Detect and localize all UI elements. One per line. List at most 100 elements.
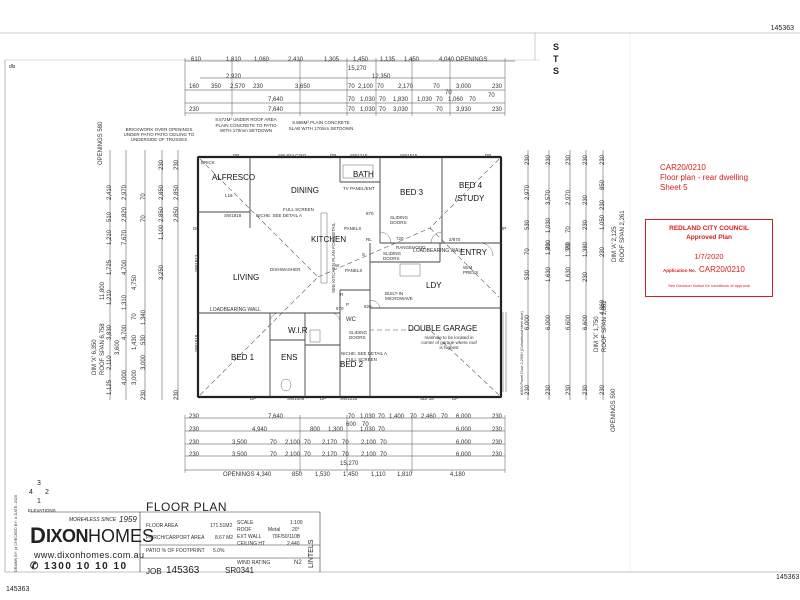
label-w: W [335,263,340,268]
roof-label: ROOF [237,527,252,533]
room-entry: ENTRY [460,248,487,257]
top-dim-r3-6: 70 [348,84,355,90]
top-dim-r5-5: 70 [379,107,386,113]
top-dim-r3-8: 70 [377,84,384,90]
bottom-r3-1: 3,500 [232,440,248,446]
bottom-r2-3: 1,300 [328,427,344,433]
note-slab: 8.968M² PLAIN CONCRETE SLAB WITH 170mm S… [288,120,354,131]
logo-phone: ✆ 1300 10 10 10 [30,561,128,572]
top-dim-r4-7: 70 [436,97,443,103]
plan-title: FLOOR PLAN [146,500,228,514]
dp-marker-4: DP [250,396,257,401]
top-dim-r3-12: 230 [492,84,503,90]
patio-value: 5.0% [213,548,225,554]
bottom-total: 15,270 [340,461,359,467]
top-dim-r1-7: 1,135 [380,57,396,63]
label-brick: BRICK [201,160,215,165]
room-wc: WC [346,317,356,323]
label-panels: PANELS [344,226,362,231]
porch-area-value: 8.67 M2 [215,535,234,541]
window-bottom-1: SW1009 [287,396,305,401]
bottom-mid-1: 70 [362,422,369,428]
label-rl: RL [366,237,372,242]
label-sliding-doors-2: SLIDING DOORS [383,251,402,261]
window-side-1: SW1818 [224,213,242,218]
label-rangehood: RANGEHOOD [396,245,426,250]
bottom-r1-1: 7,640 [268,414,284,420]
logo-phone-number: 1300 10 10 10 [44,561,128,572]
window-bottom-3: SDI 18 [420,396,434,401]
approval-date: 1/7/2020 [694,252,724,261]
top-dim-r3-5: 3,650 [295,84,311,90]
label-panels-2: PANELS [345,268,363,273]
label-built-in-microwave: BUILT-IN MICROWAVE [385,291,413,301]
ceiling-label: CEILING HT [237,541,266,547]
top-dim-r3-3: 2,570 [230,84,246,90]
ceiling-value: 2,440 [287,541,300,547]
note-manhole: manhole to be located in corner of garag… [421,335,477,350]
series-code: SR0341 [225,566,254,575]
top-dim-r3-1: 160 [189,84,200,90]
top-dim-r5-6: 3,030 [393,107,409,113]
label-wm-press: W/M PRESS [463,265,479,275]
patio-label: PATIO % OF FOOTPRINT [146,548,205,554]
bottom-r4-8: 70 [380,452,387,458]
room-bed1: BED 1 [231,353,255,362]
bottom-r1-3: 1,030 [360,414,376,420]
top-dim-r3-7: 2,100 [358,84,374,90]
roof-material: Metal [268,527,281,533]
top-dim-r3-2: 350 [211,84,222,90]
stamp-letter-2: T [553,54,559,64]
bottom-openings-5: 1,810 [397,472,413,478]
lintels-label: LINTELS [308,539,315,568]
stamp-letter-3: S [553,66,560,76]
bottom-r2-7: 230 [492,427,503,433]
top-dim-r1-5: 1,305 [324,57,340,63]
bottom-r1-9: 6,000 [456,414,472,420]
room-living: LIVING [233,273,260,282]
top-dim-r4-6: 1,030 [417,97,433,103]
top-dim-r4-5: 1,830 [393,97,409,103]
window-bottom-2: SW1215 [340,396,358,401]
top-dim-r5-7: 70 [436,107,443,113]
elevation-4: 4 [29,489,33,496]
bottom-r3-3: 2,100 [285,440,301,446]
note-brickwork: BRICKWORK OVER OPENINGS UNDER PATIO PATI… [123,127,195,142]
bottom-openings-0: OPENINGS 4,340 [223,472,272,478]
top-dim-r1-3: 1,060 [254,57,270,63]
doc-number-bottom-right: 145363 [776,574,800,581]
room-bed4: BED 4 [459,181,483,190]
label-670: 670 [336,306,344,311]
top-dim-r4-1: 7,640 [268,97,284,103]
label-tv-panel: TV PANEL/ENT [343,186,375,191]
top-dim-total: 15,270 [348,66,367,72]
bottom-r3-2: 70 [270,440,277,446]
wind-rating-value: N2 [294,560,302,566]
room-alfresco: ALFRESCO [212,173,256,182]
approval-line-2: Sheet 5 [660,183,688,192]
job-number: 145363 [166,565,200,576]
doc-number-top-right: 145363 [770,25,794,32]
bottom-r4-4: 70 [304,452,311,458]
bottom-r4-9: 6,000 [456,452,472,458]
top-dim-r3-4: 230 [253,84,264,90]
label-door-2870: 2/870 [449,237,461,242]
dp-marker-5: DP [320,396,327,401]
bottom-r3-8: 70 [380,440,387,446]
label-full-screen-1: FULL SCREEN [283,207,314,212]
bottom-r2-2: 800 [310,427,321,433]
application-number: CAR20/0210 [699,265,745,274]
label-s: S [362,252,366,257]
bottom-r1-2: 70 [348,414,355,420]
bottom-openings-1: 850 [292,472,303,478]
bottom-r1-8: 70 [441,414,448,420]
porch-area-label: PORCH/CARPORT AREA [146,535,205,541]
bottom-r1-10: 230 [492,414,503,420]
dp-marker-2: DP [330,153,337,158]
room-study: /STUDY [455,194,485,203]
elevations-label: ELEVATIONS [28,508,56,513]
job-label: JOB [146,567,162,576]
top-dim-r1-9: 4,040 OPENINGS [439,57,488,63]
